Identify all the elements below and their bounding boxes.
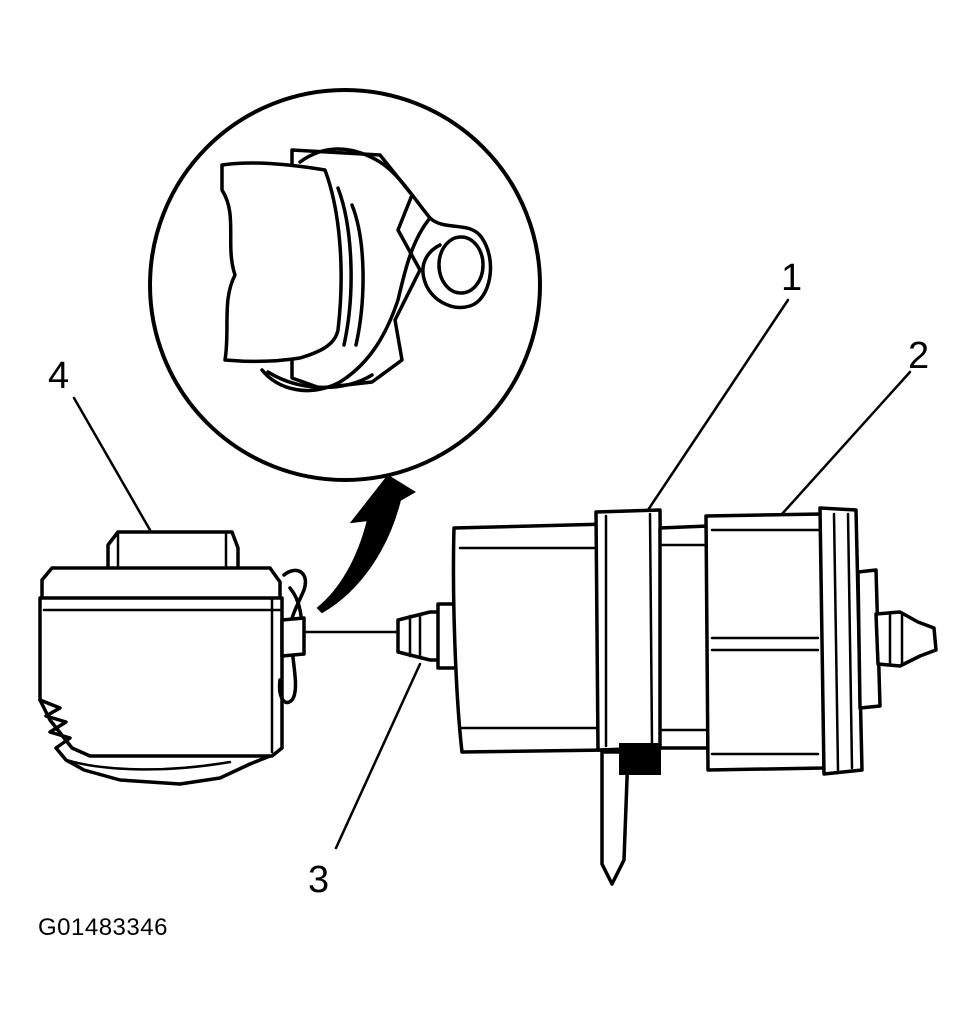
figure-id: G01483346 — [38, 914, 168, 941]
leader-line-4 — [72, 396, 152, 532]
curved-arrow-icon — [316, 474, 416, 614]
clip-detail — [220, 147, 493, 393]
callout-4: 4 — [48, 355, 69, 397]
leader-line-1 — [646, 298, 790, 512]
detail-view — [148, 88, 542, 482]
generator-assembly — [396, 506, 938, 886]
callout-1: 1 — [781, 257, 802, 299]
leader-line-2 — [780, 370, 912, 516]
callout-2: 2 — [908, 335, 929, 377]
leader-line-3 — [334, 662, 422, 850]
terminal-stud — [396, 602, 458, 670]
callout-3: 3 — [308, 859, 329, 901]
harness-connector — [38, 530, 308, 786]
